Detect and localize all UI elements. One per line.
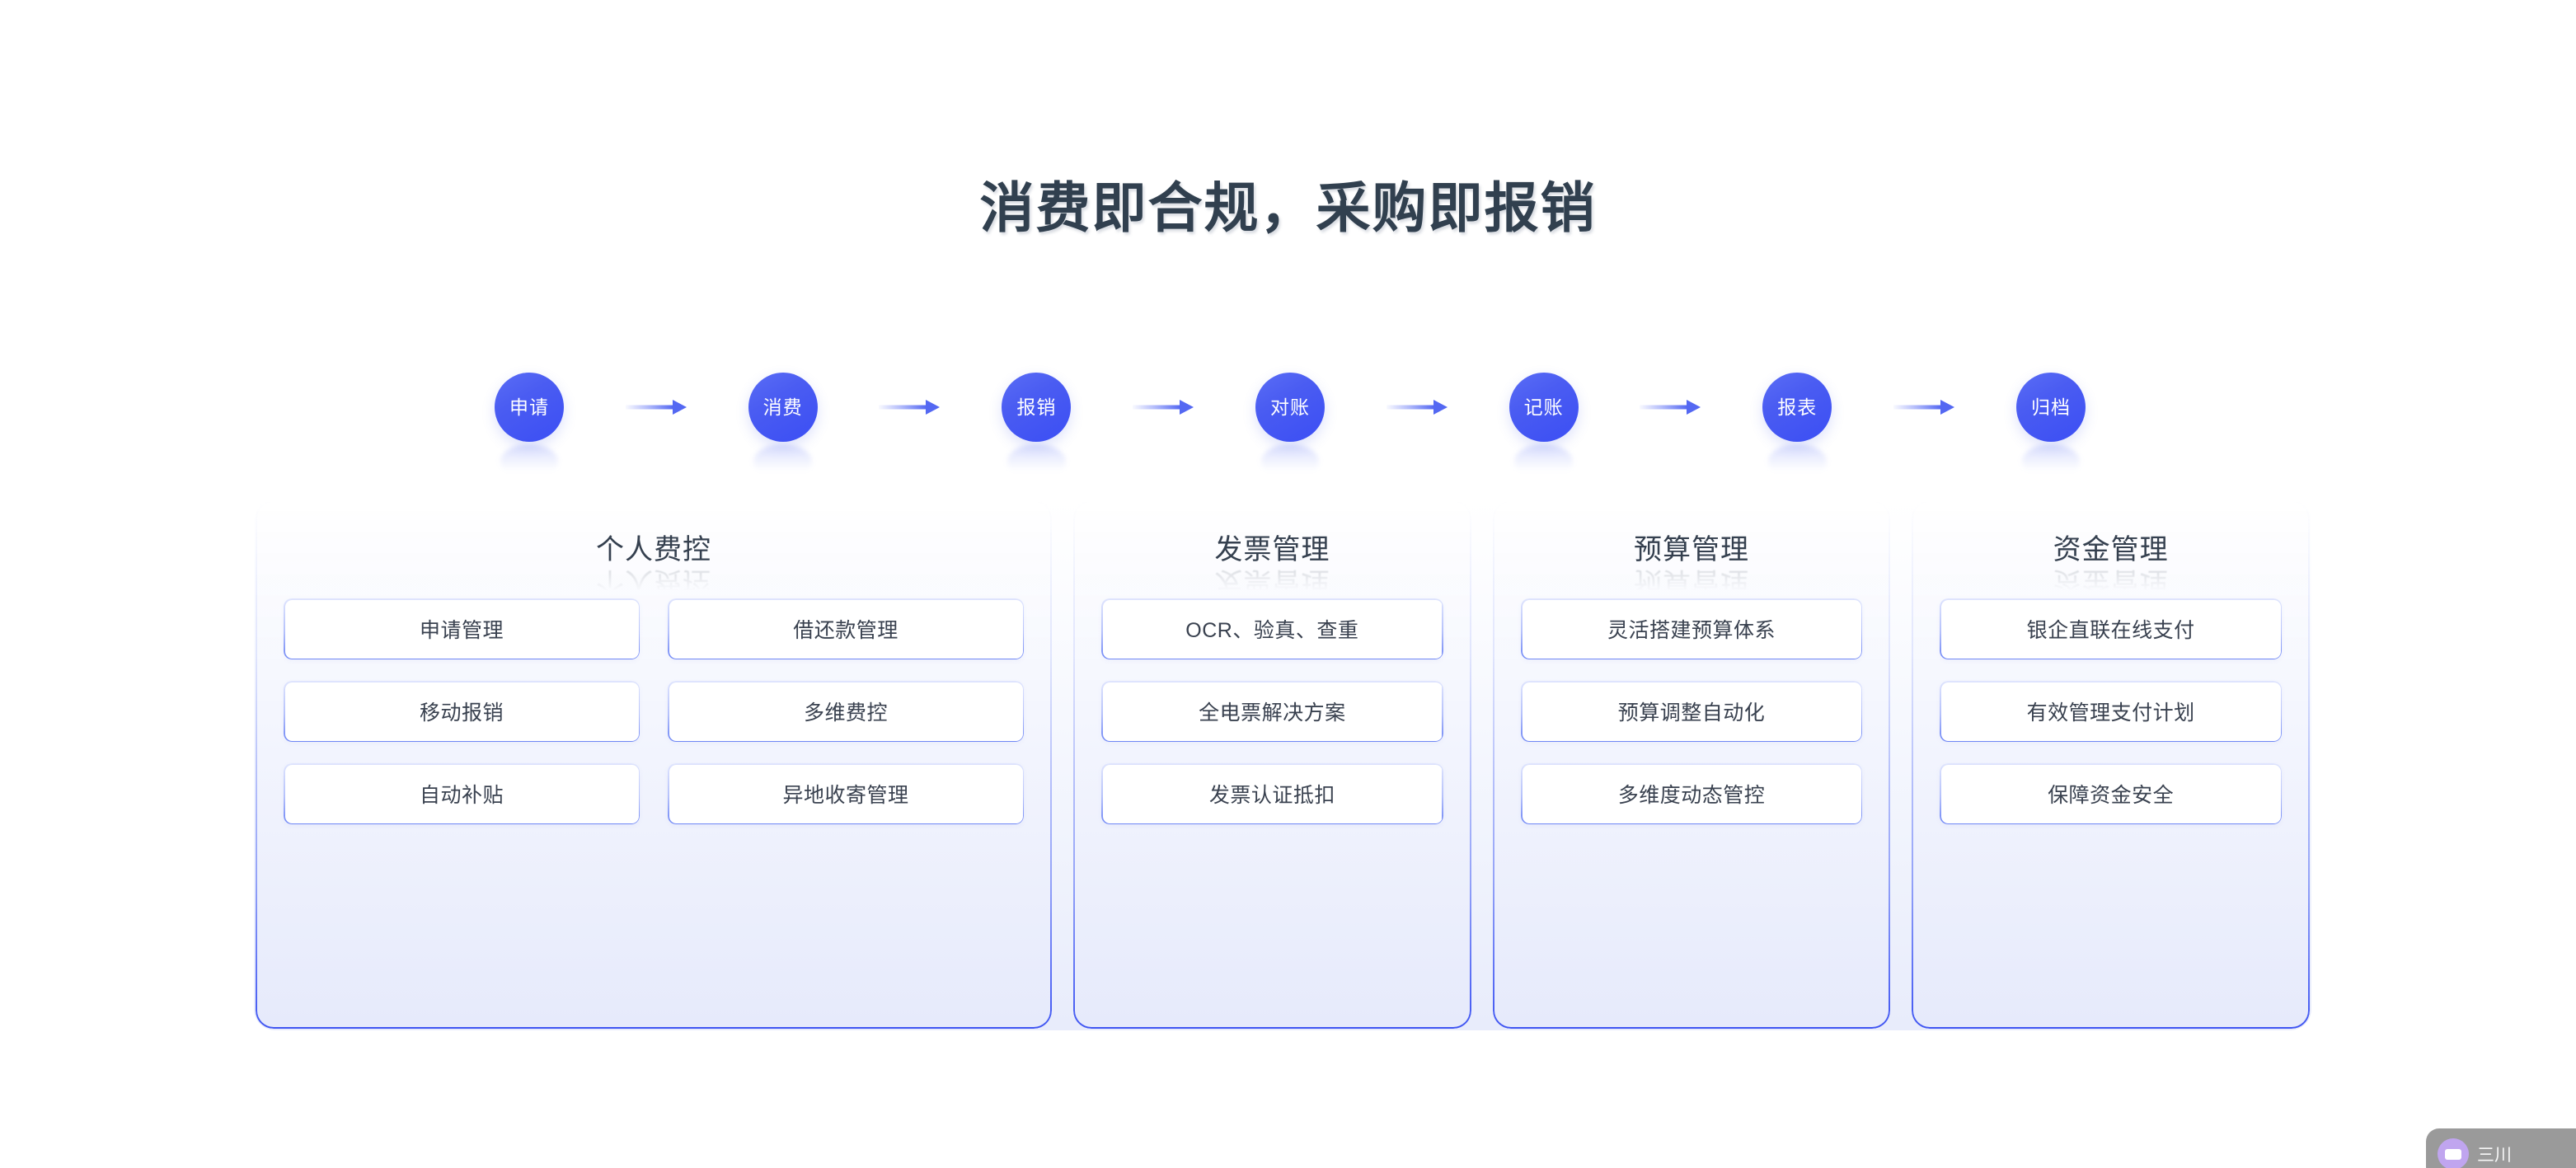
feature-card-title-reflection: 发票管理 (1214, 565, 1330, 598)
flow-arrow-head (1433, 400, 1448, 415)
page-title: 消费即合规，采购即报销 (979, 177, 1597, 239)
feature-item[interactable]: OCR、验真、查重 (1101, 598, 1443, 660)
flow-arrow-head (1180, 400, 1194, 415)
feature-item-label: 异地收寄管理 (782, 784, 909, 808)
flow-node-0[interactable]: 申请 (495, 373, 564, 442)
flow-arrow-icon (879, 400, 941, 415)
flow-arrow-icon (1893, 400, 1955, 415)
flow-arrow-icon (1133, 400, 1194, 415)
feature-item-label: 申请管理 (419, 619, 504, 643)
feature-item[interactable]: 多维度动态管控 (1520, 763, 1863, 825)
flow-node-label: 申请 (509, 396, 549, 418)
feature-item-label: 预算调整自动化 (1617, 701, 1766, 725)
feature-item[interactable]: 移动报销 (284, 681, 640, 743)
floating-widget-label: 三川 (2477, 1146, 2512, 1165)
flow-arrow-head (926, 400, 941, 415)
feature-item-label: 多维度动态管控 (1617, 784, 1766, 808)
feature-item-grid: 灵活搭建预算体系预算调整自动化多维度动态管控 (1520, 598, 1863, 999)
feature-item-label: 自动补贴 (419, 784, 504, 808)
feature-item-label: 借还款管理 (793, 619, 899, 643)
feature-item-label: 移动报销 (419, 701, 504, 725)
process-flow: 申请 消费 报销 对账 记账 报表 归档 (495, 336, 2086, 478)
feature-card-title-text: 发票管理 (1214, 534, 1330, 565)
flow-arrow-shaft (1133, 405, 1181, 410)
feature-item[interactable]: 发票认证抵扣 (1101, 763, 1443, 825)
feature-card-title-text: 资金管理 (2053, 534, 2169, 565)
flow-arrow-shaft (1386, 405, 1434, 410)
feature-item-label: 灵活搭建预算体系 (1607, 619, 1776, 643)
feature-card-title-reflection: 资金管理 (2053, 565, 2169, 598)
feature-card-2: 预算管理预算管理灵活搭建预算体系预算调整自动化多维度动态管控 (1491, 499, 1893, 1030)
flow-node-label: 归档 (2030, 396, 2071, 418)
flow-node-4[interactable]: 记账 (1509, 373, 1579, 442)
feature-card-0: 个人费控个人费控申请管理 借还款管理移动报销 多维费控自动补贴 异地收寄管理 (254, 499, 1053, 1030)
flow-arrow-head (1687, 400, 1701, 415)
feature-item[interactable]: 自动补贴 (284, 763, 640, 825)
flow-node-label: 对账 (1269, 396, 1310, 418)
flow-node-6[interactable]: 归档 (2015, 373, 2086, 442)
feature-card-3: 资金管理资金管理银企直联在线支付有效管理支付计划保障资金安全 (1910, 499, 2311, 1030)
flow-node-2[interactable]: 报销 (1002, 373, 1072, 442)
feature-item[interactable]: 灵活搭建预算体系 (1520, 598, 1863, 660)
feature-card-title: 个人费控个人费控 (284, 534, 1024, 597)
feature-card-title-reflection: 个人费控 (596, 565, 711, 598)
feature-item[interactable]: 银企直联在线支付 (1940, 598, 2283, 660)
feature-card-title: 预算管理预算管理 (1521, 534, 1863, 597)
feature-item-label: 保障资金安全 (2048, 784, 2175, 808)
flow-node-label: 消费 (762, 396, 803, 418)
feature-item[interactable]: 保障资金安全 (1940, 763, 2283, 825)
feature-item[interactable]: 借还款管理 (668, 598, 1024, 660)
flow-node-label: 报销 (1016, 396, 1057, 418)
feature-item[interactable]: 全电票解决方案 (1101, 681, 1443, 743)
flow-node-3[interactable]: 对账 (1255, 373, 1325, 442)
flow-arrow-icon (625, 400, 687, 415)
feature-card-title: 资金管理资金管理 (1940, 534, 2282, 597)
feature-item[interactable]: 多维费控 (668, 681, 1024, 743)
feature-item[interactable]: 有效管理支付计划 (1940, 681, 2283, 743)
feature-item-grid: OCR、验真、查重全电票解决方案发票认证抵扣 (1101, 598, 1443, 999)
feature-item-label: 全电票解决方案 (1199, 701, 1346, 725)
feature-card-title-reflection: 预算管理 (1634, 565, 1749, 598)
feature-item-label: 多维费控 (803, 701, 888, 725)
flow-arrow-icon (1386, 400, 1448, 415)
flow-arrow-head (672, 400, 687, 415)
feature-item-grid: 银企直联在线支付有效管理支付计划保障资金安全 (1940, 598, 2283, 999)
feature-item-grid: 申请管理 借还款管理移动报销 多维费控自动补贴 异地收寄管理 (284, 598, 1024, 999)
feature-item-label: 发票认证抵扣 (1208, 784, 1335, 808)
feature-item[interactable]: 预算调整自动化 (1520, 681, 1863, 743)
flow-arrow-head (1940, 400, 1955, 415)
flow-arrow-shaft (1893, 405, 1942, 410)
feature-item[interactable]: 异地收寄管理 (668, 763, 1024, 825)
flow-node-label: 报表 (1777, 396, 1818, 418)
feature-item[interactable]: 申请管理 (284, 598, 640, 660)
feature-item-label: OCR、验真、查重 (1185, 619, 1359, 643)
feature-cards-row: 个人费控个人费控申请管理借还款管理移动报销多维费控自动补贴异地收寄管理发票管理发… (254, 499, 2311, 1030)
floating-chat-widget[interactable]: 三川 (2426, 1128, 2576, 1168)
feature-card-title-text: 预算管理 (1634, 534, 1749, 565)
flow-arrow-icon (1640, 400, 1701, 415)
flow-node-label: 记账 (1523, 396, 1564, 418)
flow-arrow-shaft (625, 405, 673, 410)
flow-arrow-shaft (879, 405, 927, 410)
flow-arrow-shaft (1640, 405, 1688, 410)
feature-card-title-text: 个人费控 (596, 534, 711, 565)
feature-card-title: 发票管理发票管理 (1101, 534, 1443, 597)
feature-item-label: 银企直联在线支付 (2026, 619, 2195, 643)
feature-item-label: 有效管理支付计划 (2026, 701, 2195, 725)
flow-node-5[interactable]: 报表 (1762, 373, 1832, 442)
chat-bubble-icon (2438, 1138, 2469, 1168)
flow-node-1[interactable]: 消费 (748, 373, 818, 442)
